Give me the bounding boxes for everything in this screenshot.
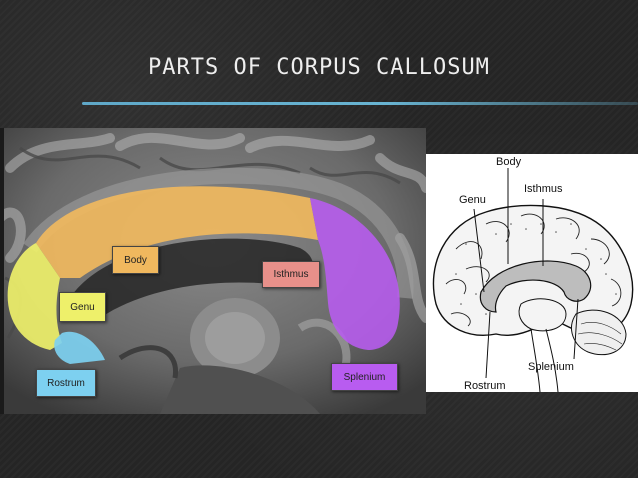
- title-underline: [82, 102, 638, 105]
- mri-label-isthmus: Isthmus: [262, 261, 320, 288]
- region-genu: [7, 243, 62, 350]
- diagram-label-splenium: Splenium: [528, 361, 574, 373]
- mri-label-splenium: Splenium: [331, 363, 398, 391]
- mri-label-body: Body: [112, 246, 159, 274]
- diagram-label-rostrum: Rostrum: [464, 380, 506, 392]
- mri-image-panel: Body Genu Isthmus Rostrum Splenium: [0, 128, 426, 414]
- region-splenium: [310, 198, 400, 350]
- region-body: [36, 186, 318, 278]
- brain-line-diagram: [432, 168, 634, 392]
- brain-diagram-panel: Body Isthmus Genu Splenium Rostrum: [426, 154, 638, 392]
- region-rostrum: [54, 331, 105, 364]
- mri-label-rostrum: Rostrum: [36, 369, 96, 397]
- slide-title: PARTS OF CORPUS CALLOSUM: [148, 55, 490, 80]
- diagram-corpus-callosum: [479, 260, 592, 313]
- mri-label-genu: Genu: [59, 292, 106, 322]
- diagram-label-isthmus: Isthmus: [524, 183, 563, 195]
- diagram-label-genu: Genu: [459, 194, 486, 206]
- diagram-label-body: Body: [496, 156, 522, 168]
